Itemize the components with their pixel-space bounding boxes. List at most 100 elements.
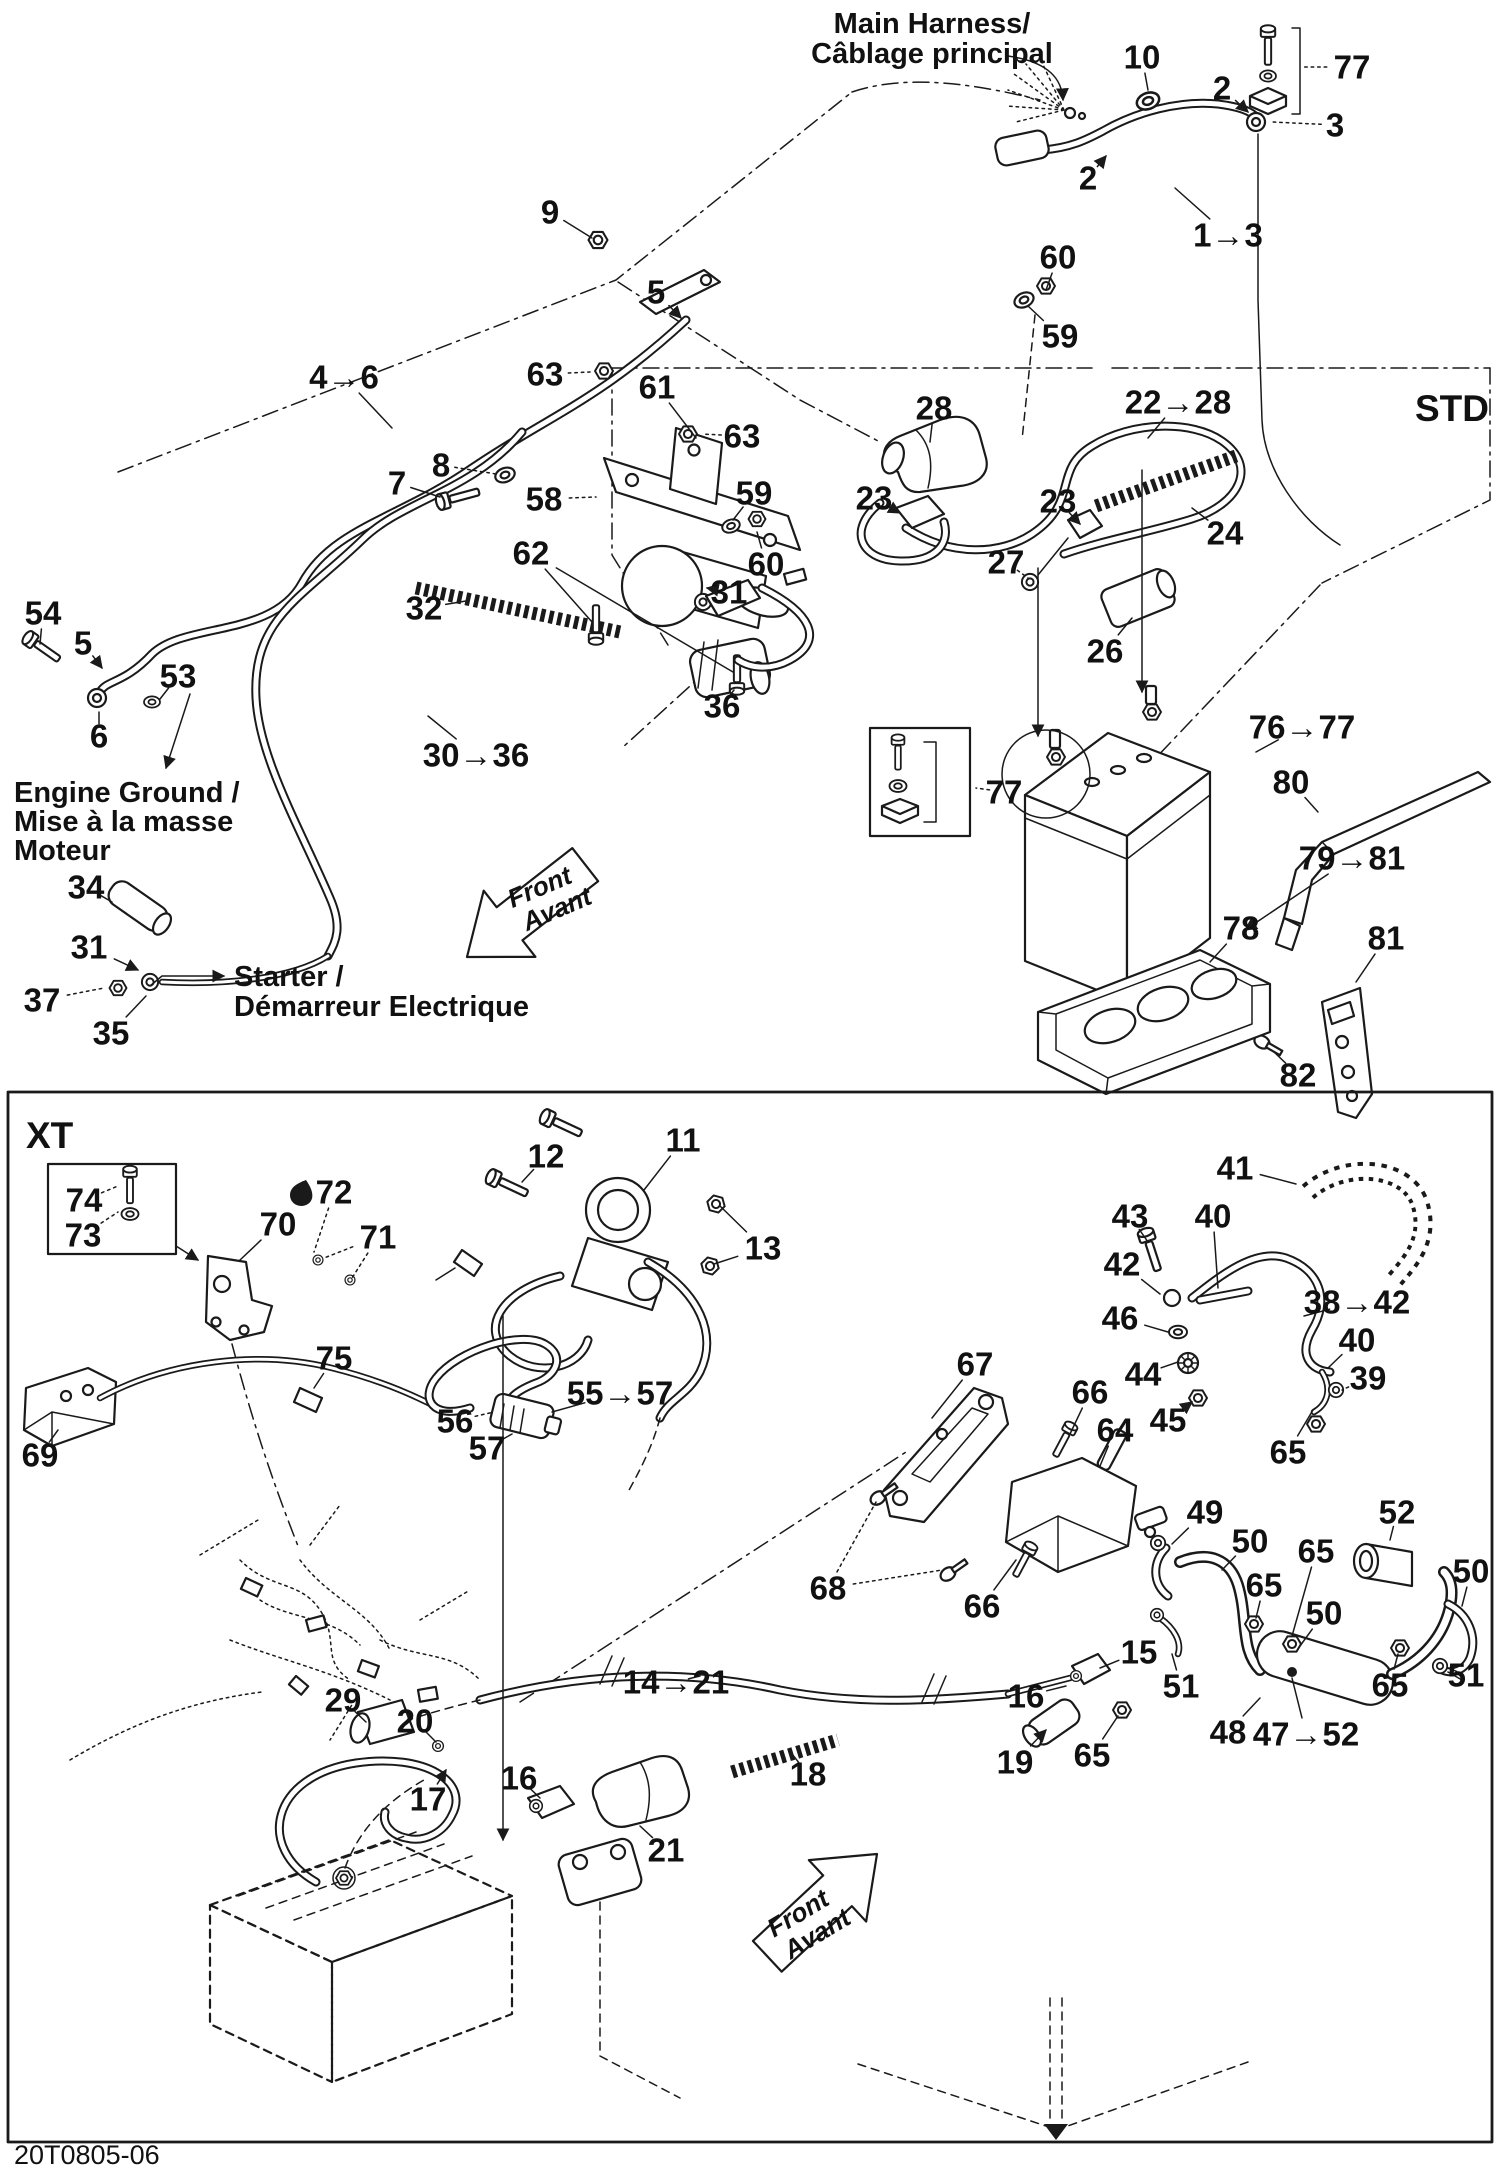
leader-line-79→81 — [1243, 873, 1329, 931]
starter-label-fr: Démarreur Electrique — [234, 991, 529, 1023]
part-callout-24: 24 — [1207, 515, 1244, 552]
std-battery-cable-parts — [861, 415, 1241, 738]
fitting-51a — [1149, 1607, 1165, 1623]
harness-connectors — [239, 1576, 439, 1703]
leader-line-41 — [1259, 1173, 1297, 1185]
part-callout-77: 77 — [986, 774, 1023, 811]
part-callout-54: 54 — [25, 595, 62, 632]
battery-terminal-pos — [1142, 703, 1162, 721]
positive-cable — [994, 24, 1341, 546]
part-callout-67: 67 — [957, 1346, 994, 1383]
part-callout-13: 13 — [745, 1230, 782, 1267]
leader-line-13 — [719, 1205, 748, 1233]
annotations: Main Harness/ Câblage principal Engine G… — [14, 8, 1489, 2170]
part-callout-65: 65 — [1298, 1533, 1335, 1570]
leader-line-53 — [159, 687, 170, 700]
part-callout-72: 72 — [316, 1174, 353, 1211]
part-callout-74: 74 — [66, 1182, 103, 1219]
leader-line-75 — [313, 1372, 325, 1389]
leader-line-12 — [521, 1168, 535, 1183]
part-callout-38→42: 38→42 — [1304, 1284, 1410, 1321]
leader-line-21 — [639, 1825, 654, 1839]
leader-line-40 — [1213, 1231, 1219, 1289]
bracket-5 — [587, 230, 722, 316]
nut-13b — [698, 1255, 722, 1277]
part-callout-23: 23 — [1040, 483, 1077, 520]
part-callout-40: 40 — [1339, 1322, 1376, 1359]
part-callout-45: 45 — [1150, 1402, 1187, 1439]
boot-26 — [1100, 568, 1177, 628]
leader-line-5 — [668, 304, 682, 319]
part-callout-3: 3 — [1326, 107, 1344, 144]
part-callout-29: 29 — [325, 1682, 362, 1719]
part-callout-44: 44 — [1125, 1356, 1162, 1393]
boot-21 — [591, 1754, 691, 1828]
leader-line-26 — [1117, 617, 1133, 636]
leader-line-60 — [756, 531, 763, 549]
part-callout-12: 12 — [528, 1138, 565, 1175]
part-callout-80: 80 — [1273, 764, 1310, 801]
part-callout-36: 36 — [704, 688, 741, 725]
part-callout-56: 56 — [437, 1403, 474, 1440]
washer-46 — [1168, 1324, 1188, 1340]
battery-strap-80 — [1274, 770, 1492, 952]
xt-section-label: XT — [26, 1115, 74, 1156]
part-callout-69: 69 — [22, 1437, 59, 1474]
leader-line-60 — [1045, 272, 1053, 291]
part-callout-61: 61 — [639, 369, 676, 406]
down-arrowhead — [1044, 2124, 1068, 2140]
starter-11 — [435, 1106, 728, 1493]
solenoid-ghost — [557, 1837, 681, 2099]
leader-line-57 — [499, 1433, 513, 1442]
leader-line-59 — [1027, 305, 1045, 322]
bolt-12b — [482, 1166, 532, 1202]
part-callout-65: 65 — [1246, 1567, 1283, 1604]
leader-line-44 — [1160, 1361, 1179, 1369]
leader-line-23 — [1067, 511, 1081, 525]
part-callout-65: 65 — [1270, 1434, 1307, 1471]
hardware-box-74-73 — [46, 1162, 200, 1261]
leader-line-37 — [66, 987, 105, 996]
part-callout-82: 82 — [1280, 1057, 1317, 1094]
clamp-20 — [431, 1739, 445, 1753]
leader-line-54 — [39, 628, 43, 645]
engine-ground-label-2: Mise à la masse — [14, 806, 233, 838]
leader-line-30→36 — [427, 715, 457, 740]
leader-line-76→77 — [1255, 739, 1279, 753]
part-callout-15: 15 — [1121, 1634, 1158, 1671]
washer-8 — [492, 463, 518, 487]
part-callout-64: 64 — [1097, 1412, 1134, 1449]
main-harness-end — [1005, 55, 1087, 123]
xt-section: Front Avant — [6, 1090, 1494, 2144]
part-callout-43: 43 — [1112, 1198, 1149, 1235]
leader-line-11 — [643, 1155, 672, 1191]
part-callout-16: 16 — [501, 1760, 538, 1797]
leader-line-13 — [713, 1255, 739, 1265]
screw-71a — [312, 1254, 324, 1266]
part-callout-42: 42 — [1104, 1246, 1141, 1283]
valve-64 — [866, 1418, 1168, 1585]
leader-line-20 — [425, 1731, 437, 1743]
terminal-hardware-77 — [1248, 24, 1301, 116]
nut-65b — [1244, 1615, 1264, 1633]
hardware-drop-line — [1021, 314, 1036, 441]
switch-69 — [22, 1359, 446, 1448]
leader-line-49 — [1171, 1527, 1190, 1545]
part-callout-63: 63 — [527, 356, 564, 393]
star-washer-44 — [1176, 1351, 1200, 1375]
main-harness-leader — [1007, 55, 1069, 102]
leader-line-50 — [1221, 1555, 1237, 1571]
nut-37 — [108, 979, 128, 997]
part-callout-37: 37 — [24, 982, 61, 1019]
battery — [1001, 684, 1212, 1004]
battery-tray-78 — [1036, 948, 1272, 1096]
leader-line-71 — [323, 1246, 354, 1259]
part-callout-79→81: 79→81 — [1299, 840, 1405, 877]
leader-line-50 — [1461, 1586, 1468, 1607]
main-harness-label-en: Main Harness/ — [834, 8, 1031, 40]
part-callout-1→3: 1→3 — [1193, 217, 1263, 254]
terminal-23a — [894, 494, 946, 530]
nut-13a — [704, 1193, 728, 1215]
